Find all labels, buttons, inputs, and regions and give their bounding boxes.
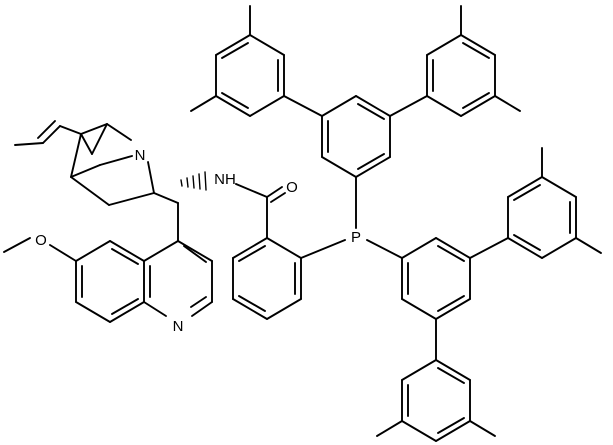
dimethylphenyl-ring-bottom <box>376 359 496 442</box>
quinoline-nitrogen-label: N <box>173 318 184 335</box>
quinuclidine-cage <box>14 120 179 206</box>
dimethylphenyl-ring-right <box>507 147 602 259</box>
amide-nitrogen-label: NH <box>214 171 236 188</box>
quinoline-ring <box>3 202 213 323</box>
stereocenter-hashed-wedge <box>180 171 207 191</box>
carbonyl-oxygen-label: O <box>286 179 298 196</box>
central-ring-lower <box>366 237 509 361</box>
dimethylphenyl-ring-upper-right <box>426 5 521 117</box>
benzamide-ring <box>232 183 346 320</box>
quinuclidine-nitrogen-label: N <box>135 147 146 164</box>
methoxy-oxygen-label: O <box>35 232 47 249</box>
phosphorus-atom-label: P <box>351 229 361 246</box>
central-ring-upper <box>283 95 428 229</box>
dimethylphenyl-ring-upper-left <box>190 5 285 117</box>
